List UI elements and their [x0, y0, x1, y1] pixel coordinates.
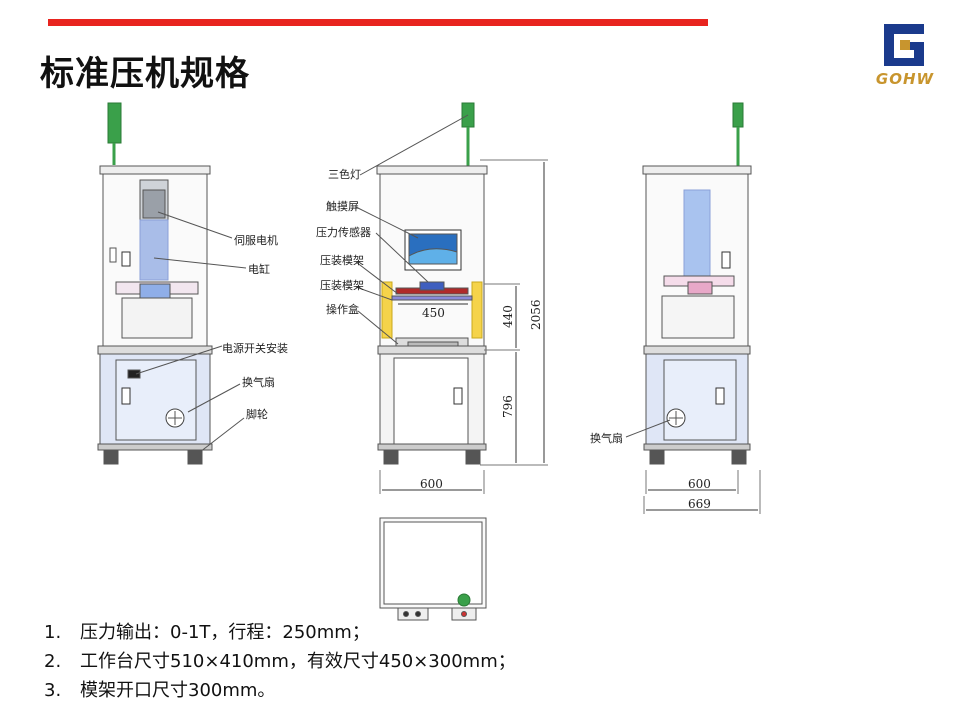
- label-fan-left: 换气扇: [242, 375, 275, 389]
- label-cylinder: 电缸: [248, 262, 270, 276]
- spec-number: 1.: [44, 622, 62, 643]
- label-tri-color-light: 三色灯: [328, 167, 361, 181]
- label-caster: 脚轮: [246, 407, 268, 421]
- left-view: [97, 102, 247, 465]
- gohw-logo: GOHW: [866, 20, 944, 92]
- label-die-frame-lower: 压装模架: [320, 279, 364, 292]
- logo-text: GOHW: [875, 70, 935, 88]
- spec-text: 模架开口尺寸300mm。: [80, 680, 276, 701]
- tower-light-icon: [107, 102, 122, 144]
- dim-base-height: 796: [501, 395, 515, 418]
- spec-number: 2.: [44, 651, 62, 672]
- right-view: [625, 102, 761, 514]
- spec-item: 2. 工作台尺寸510×410mm，有效尺寸450×300mm；: [44, 647, 516, 676]
- logo-mark-icon: [884, 24, 924, 66]
- label-pressure-sensor: 压力传感器: [316, 226, 371, 239]
- dim-total-height: 2056: [529, 299, 543, 330]
- top-view: [379, 517, 487, 621]
- label-touch-screen: 触摸屏: [326, 199, 359, 213]
- label-die-frame-upper: 压装模架: [320, 254, 364, 267]
- label-power-switch: 电源开关安装: [222, 341, 288, 355]
- spec-item: 3. 模架开口尺寸300mm。: [44, 676, 516, 705]
- spec-text: 工作台尺寸510×410mm，有效尺寸450×300mm；: [80, 651, 516, 672]
- label-servo-motor: 伺服电机: [234, 233, 278, 247]
- accent-bar: [48, 19, 708, 26]
- front-view: [355, 102, 548, 494]
- page-title: 标准压机规格: [40, 54, 250, 94]
- spec-item: 1. 压力输出：0-1T，行程：250mm；: [44, 618, 516, 647]
- label-operation-box: 操作盒: [326, 302, 359, 316]
- dim-opening-height: 440: [501, 305, 515, 328]
- dim-opening-width: 450: [422, 306, 445, 320]
- dim-right-width-outer: 669: [688, 497, 711, 511]
- spec-text: 压力输出：0-1T，行程：250mm；: [80, 622, 370, 643]
- dim-right-width-inner: 600: [688, 477, 711, 491]
- spec-number: 3.: [44, 680, 62, 701]
- dim-front-width: 600: [420, 477, 443, 491]
- spec-list: 1. 压力输出：0-1T，行程：250mm； 2. 工作台尺寸510×410mm…: [44, 618, 516, 705]
- label-fan-right: 换气扇: [590, 431, 623, 445]
